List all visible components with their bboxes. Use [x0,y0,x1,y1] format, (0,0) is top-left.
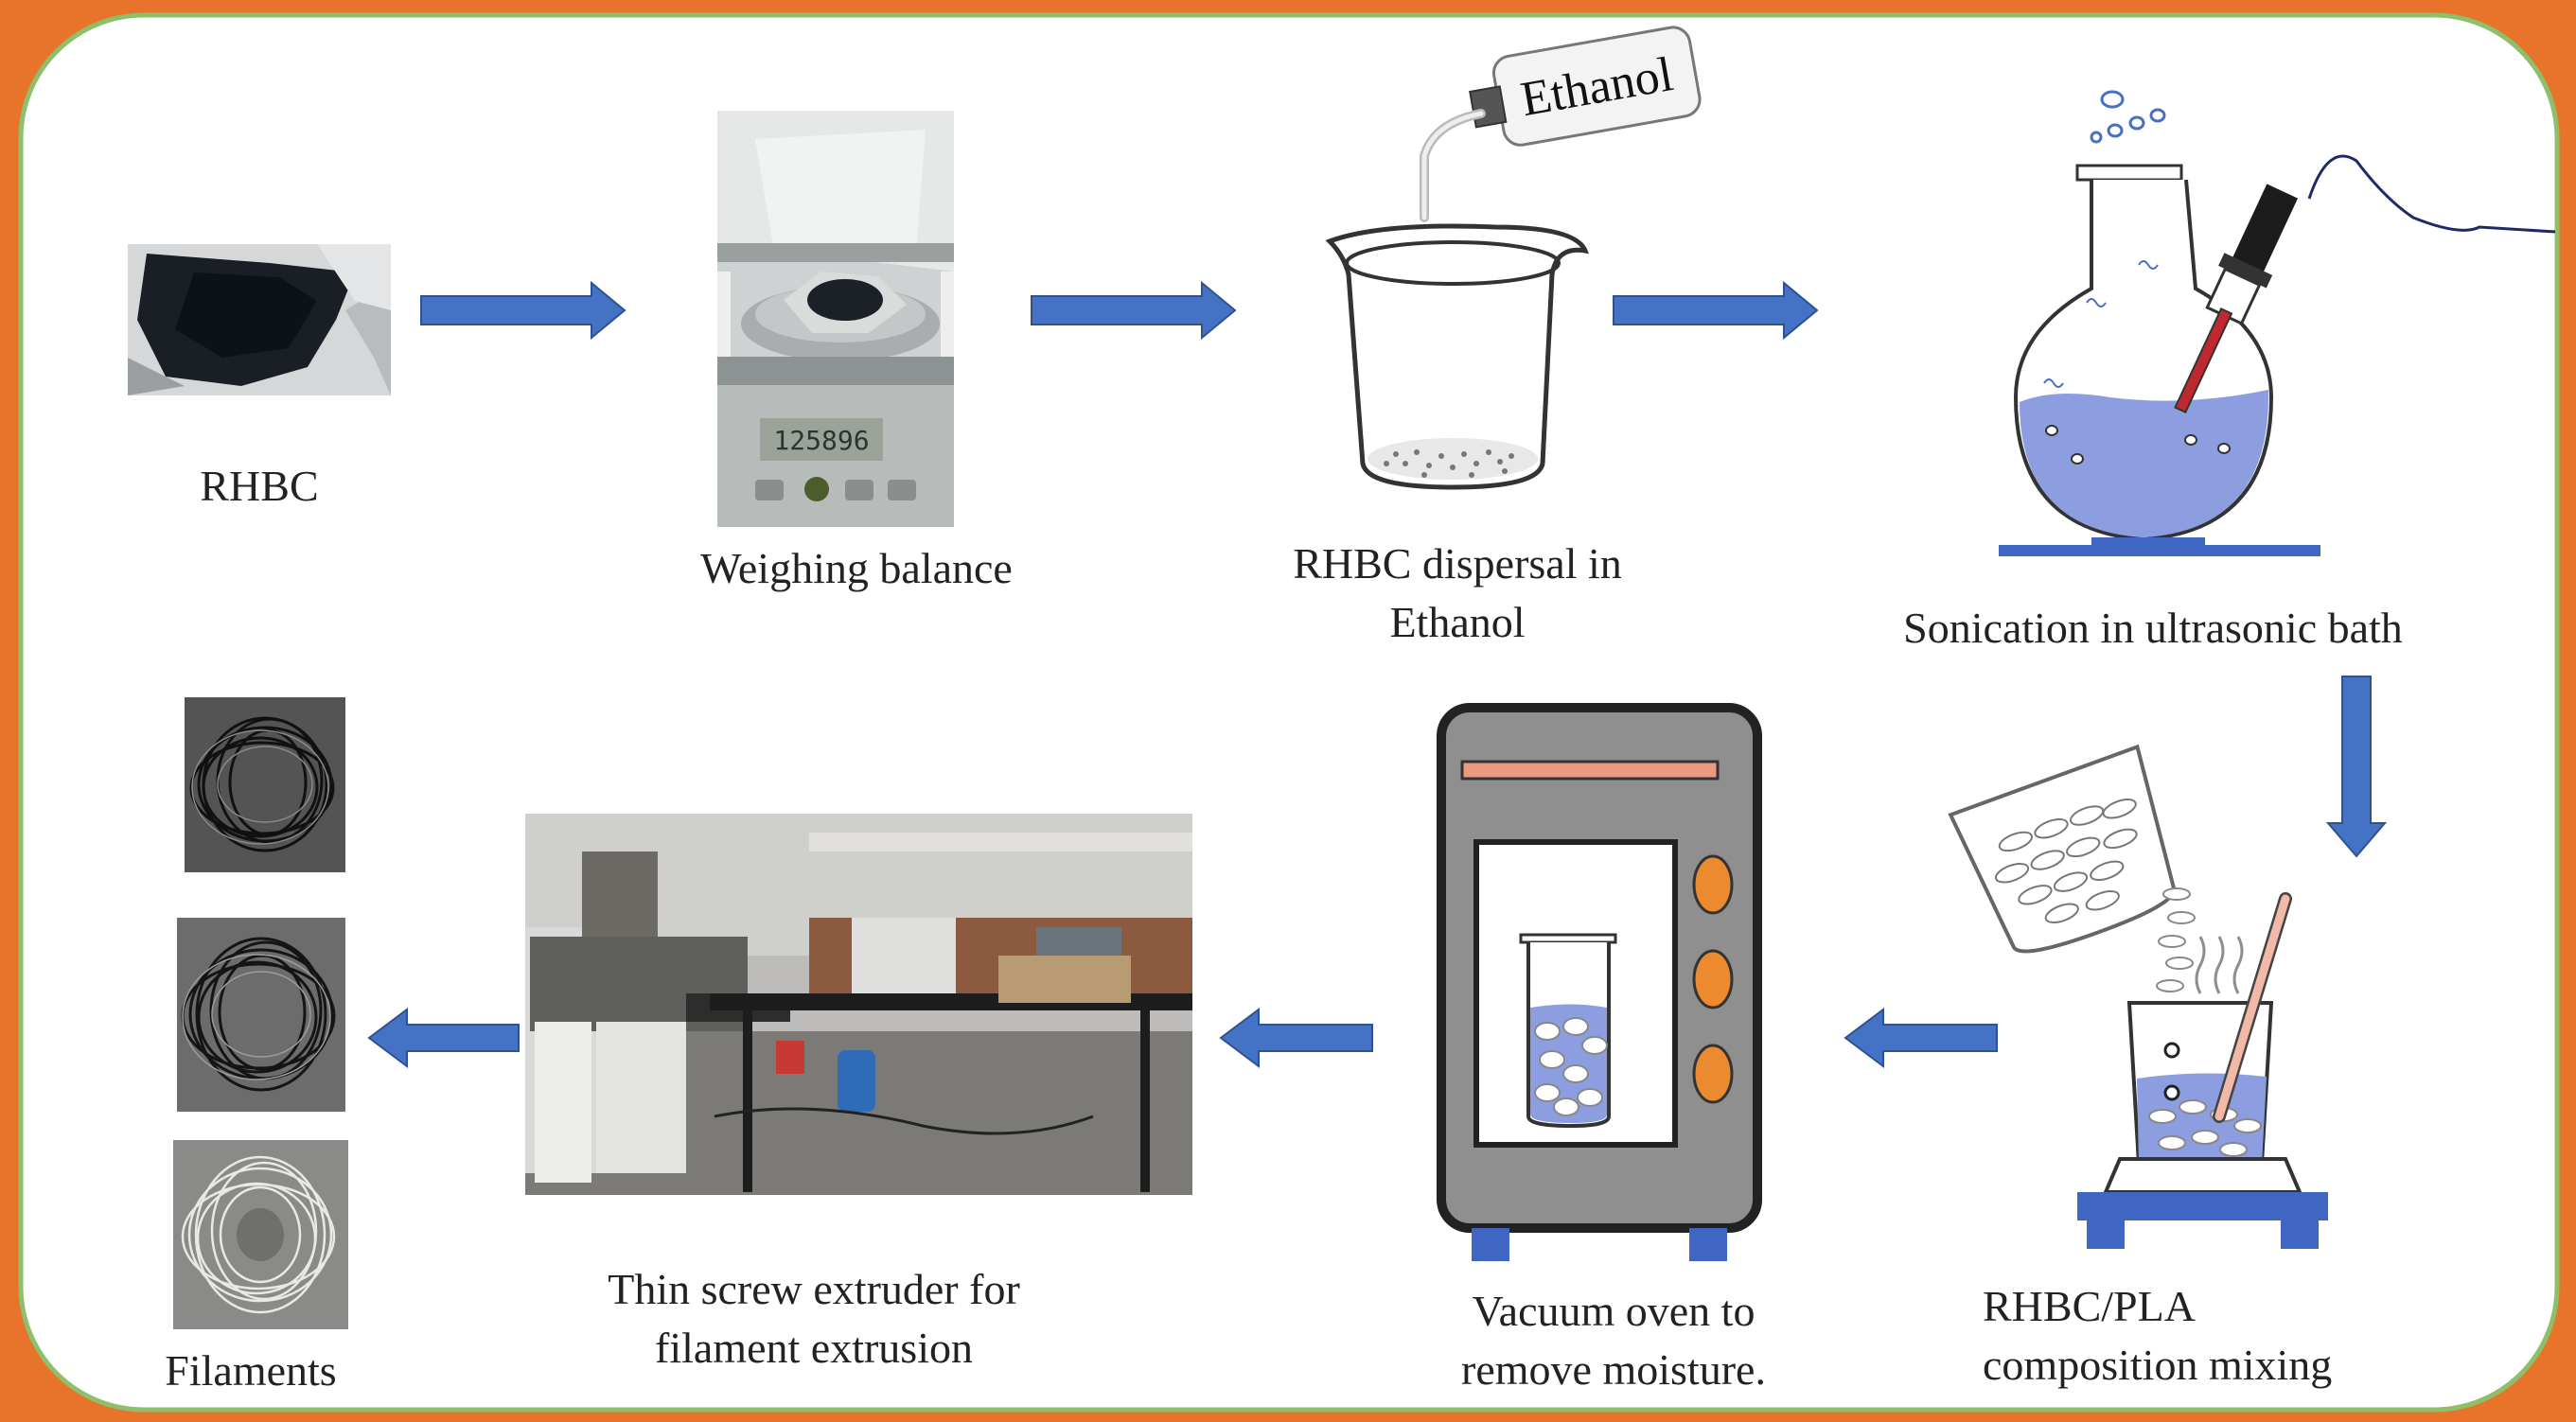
balance-display: 125896 [773,425,869,456]
filament-photo-1 [185,697,345,872]
rhbc-photo [128,244,391,395]
arrow-oven-to-extruder [1219,1008,1373,1068]
label-extruder-line2: filament extrusion [655,1324,973,1372]
label-rhbc: RHBC [200,462,319,510]
arrow-extruder-to-filaments [367,1008,520,1068]
vacuum-oven-icon [1437,703,1762,1261]
label-extruder-line1: Thin screw extruder for [608,1265,1020,1313]
arrow-dispersal-to-sonication [1613,280,1819,341]
label-rhbc-dispersal-line1: RHBC dispersal in [1293,539,1622,588]
extruder-lab-photo [525,814,1192,1195]
filament-photo-3 [173,1140,348,1329]
sonication-flask-icon [1999,90,2556,556]
label-vacuum-oven-line1: Vacuum oven to [1472,1287,1756,1335]
arrow-sonication-to-mixing [2325,676,2388,858]
ethanol-beaker-icon: Ethanol [1325,26,1702,490]
label-vacuum-oven-line2: remove moisture. [1461,1345,1766,1394]
arrow-balance-to-dispersal [1031,280,1237,341]
label-mixing: RHBC/PLA composition mixing [1983,1277,2427,1395]
label-filaments: Filaments [165,1346,337,1395]
filament-photo-2 [177,918,345,1112]
label-vacuum-oven: Vacuum oven to remove moisture. [1391,1282,1836,1399]
arrow-mixing-to-oven [1844,1008,1998,1068]
weighing-balance-photo: 125896 [717,111,954,527]
label-weighing-balance: Weighing balance [700,544,1013,592]
arrow-rhbc-to-balance [420,280,626,341]
label-extruder: Thin screw extruder for filament extrusi… [558,1260,1069,1378]
label-rhbc-dispersal: RHBC dispersal in Ethanol [1230,535,1685,652]
mixing-hotplate-icon [1948,744,2328,1249]
label-sonication: Sonication in ultrasonic bath [1903,604,2403,652]
label-mixing-line1: RHBC/PLA [1983,1282,2196,1330]
label-rhbc-dispersal-line2: Ethanol [1389,598,1526,646]
label-mixing-line2: composition mixing [1983,1341,2333,1389]
